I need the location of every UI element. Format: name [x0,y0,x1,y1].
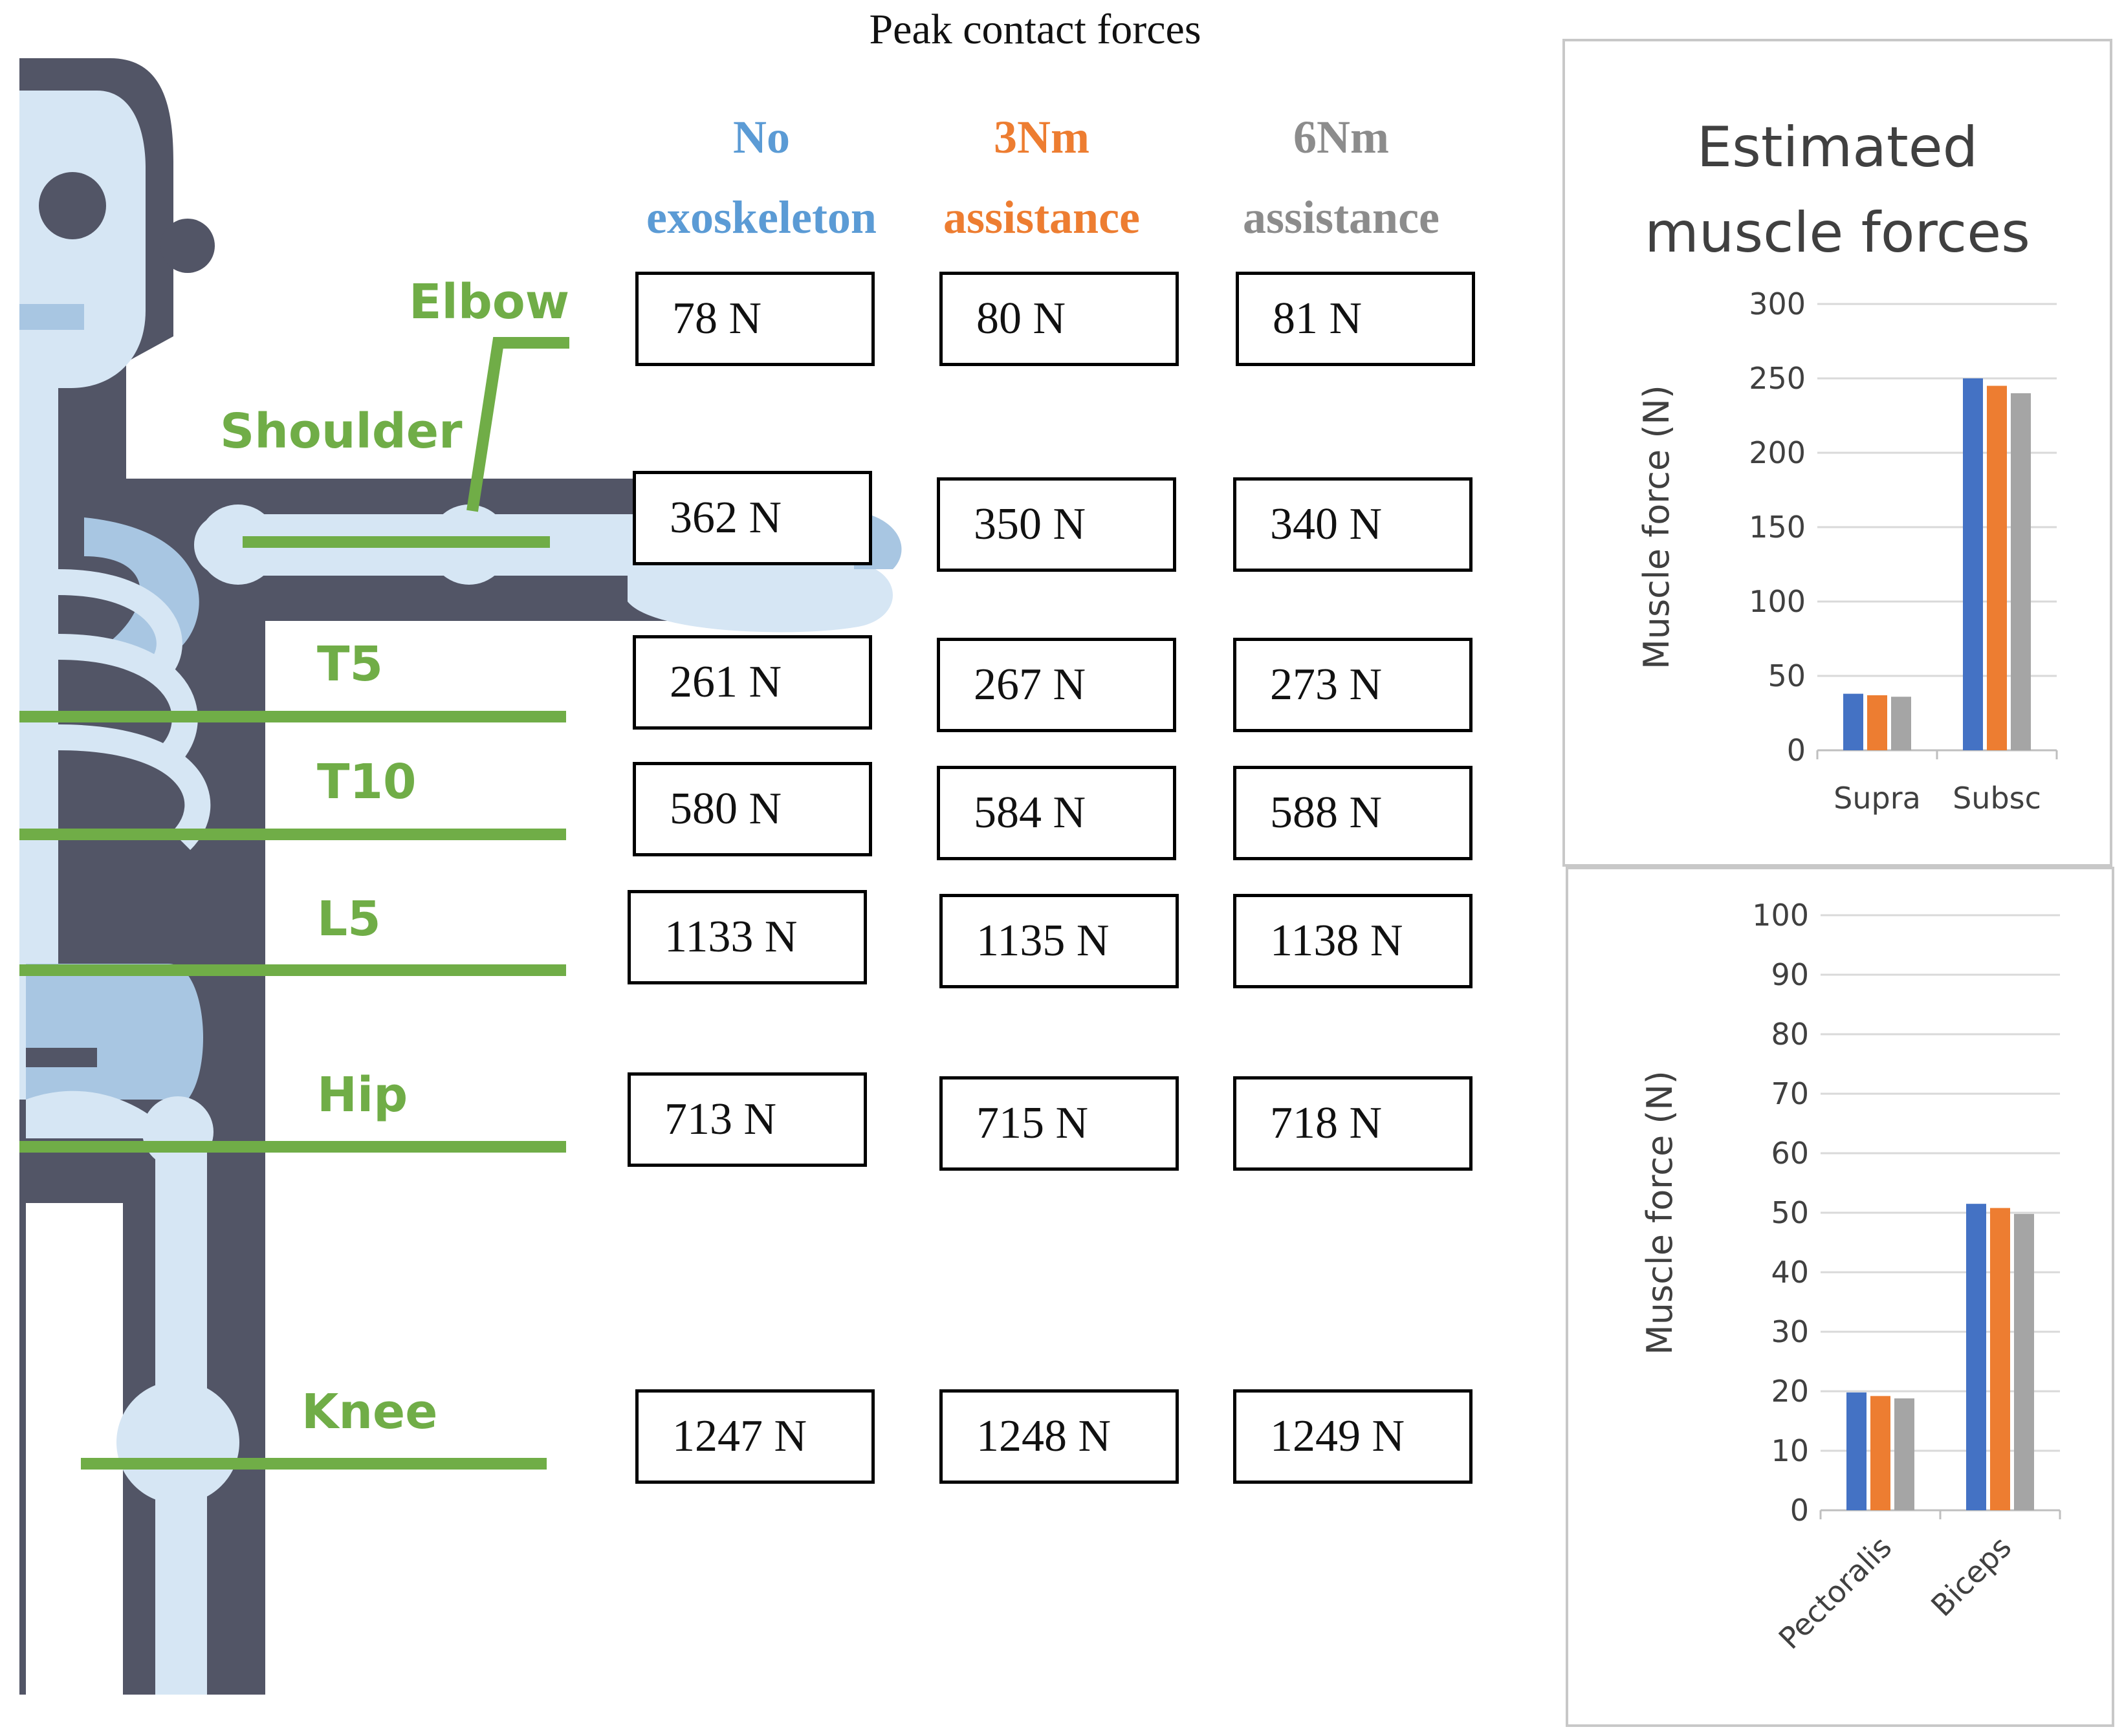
y-tick-label: 100 [1752,898,1809,933]
joint-label-t5: T5 [317,636,383,692]
page-title: Peak contact forces [869,6,1201,53]
value-box-l5-6nm: 1138 N [1233,894,1473,988]
joint-label-l5: L5 [317,891,381,947]
value-box-shoulder-6nm: 340 N [1233,477,1473,572]
panel-title-line: Estimated [1696,115,1978,180]
y-tick-label: 80 [1771,1017,1809,1052]
y-tick-label: 150 [1749,510,1806,545]
value-box-t5-6nm: 273 N [1233,638,1473,732]
value-box-hip-no-exo: 713 N [628,1072,867,1167]
column-header-line: assistance [943,191,1140,243]
y-tick-label: 50 [1771,1195,1809,1230]
y-tick-label: 70 [1771,1076,1809,1111]
bar-pectoralis-series-0 [1846,1392,1867,1510]
value-box-elbow-3nm: 80 N [939,272,1179,366]
value-box-knee-3nm: 1248 N [939,1389,1179,1484]
bar-pectoralis-series-1 [1870,1396,1890,1510]
joint-label-elbow: Elbow [409,274,570,330]
y-tick-label: 60 [1771,1136,1809,1171]
column-header-line: exoskeleton [646,191,877,243]
value-box-l5-3nm: 1135 N [939,894,1179,988]
x-tick-label: Subsc [1953,781,2041,816]
value-box-knee-no-exo: 1247 N [635,1389,875,1484]
joint-label-shoulder: Shoulder [220,404,463,459]
value-box-t10-3nm: 584 N [937,766,1176,860]
value-box-t10-6nm: 588 N [1233,766,1473,860]
column-header-6nm-assistance: 6Nm assistance [1192,97,1490,257]
column-header-line: No [733,111,790,163]
value-box-shoulder-3nm: 350 N [937,477,1176,572]
value-box-t5-no-exo: 261 N [633,635,872,730]
y-axis-title: Muscle force (N) [1636,385,1677,669]
bar-biceps-series-0 [1966,1204,1986,1510]
value-box-hip-3nm: 715 N [939,1076,1179,1171]
y-tick-label: 0 [1790,1493,1809,1528]
value-box-l5-no-exo: 1133 N [628,890,867,984]
value-box-elbow-no-exo: 78 N [635,272,875,366]
joint-label-t10: T10 [317,754,417,810]
y-tick-label: 100 [1749,584,1806,619]
value-box-hip-6nm: 718 N [1233,1076,1473,1171]
y-tick-label: 200 [1749,435,1806,470]
bar-supra-series-1 [1867,695,1887,750]
joint-lines [19,337,569,1470]
panel-title-line: muscle forces [1645,201,2030,265]
x-tick-label: Pectoralis [1772,1530,1899,1656]
y-tick-label: 90 [1771,957,1809,992]
bar-subsc-series-2 [2011,393,2031,750]
y-tick-label: 300 [1749,287,1806,321]
column-header-line: 6Nm [1293,111,1389,163]
value-box-t5-3nm: 267 N [937,638,1176,732]
value-box-elbow-6nm: 81 N [1236,272,1475,366]
value-box-shoulder-no-exo: 362 N [633,471,872,565]
value-box-knee-6nm: 1249 N [1233,1389,1473,1484]
y-tick-label: 30 [1771,1314,1809,1349]
bar-supra-series-0 [1843,693,1863,750]
y-tick-label: 20 [1771,1374,1809,1409]
column-header-no-exoskeleton: No exoskeleton [613,97,910,257]
y-tick-label: 250 [1749,361,1806,396]
bar-supra-series-2 [1891,697,1911,750]
column-header-line: assistance [1243,191,1440,243]
x-tick-label: Supra [1834,781,1921,816]
column-header-line: 3Nm [994,111,1089,163]
y-tick-label: 0 [1787,733,1806,768]
value-box-t10-no-exo: 580 N [633,762,872,856]
y-axis-title: Muscle force (N) [1639,1070,1680,1355]
bar-pectoralis-series-2 [1894,1398,1914,1510]
elbow-leader-line [466,337,569,512]
column-header-3nm-assistance: 3Nm assistance [893,97,1190,257]
bar-biceps-series-2 [2014,1213,2034,1510]
joint-label-knee: Knee [301,1384,438,1440]
bar-subsc-series-1 [1987,385,2007,750]
bar-subsc-series-0 [1963,378,1983,750]
joint-label-hip: Hip [317,1067,408,1123]
y-tick-label: 10 [1771,1433,1809,1468]
bar-biceps-series-1 [1990,1208,2010,1510]
x-tick-label: Biceps [1924,1530,2018,1623]
y-tick-label: 50 [1768,658,1806,693]
y-tick-label: 40 [1771,1255,1809,1290]
